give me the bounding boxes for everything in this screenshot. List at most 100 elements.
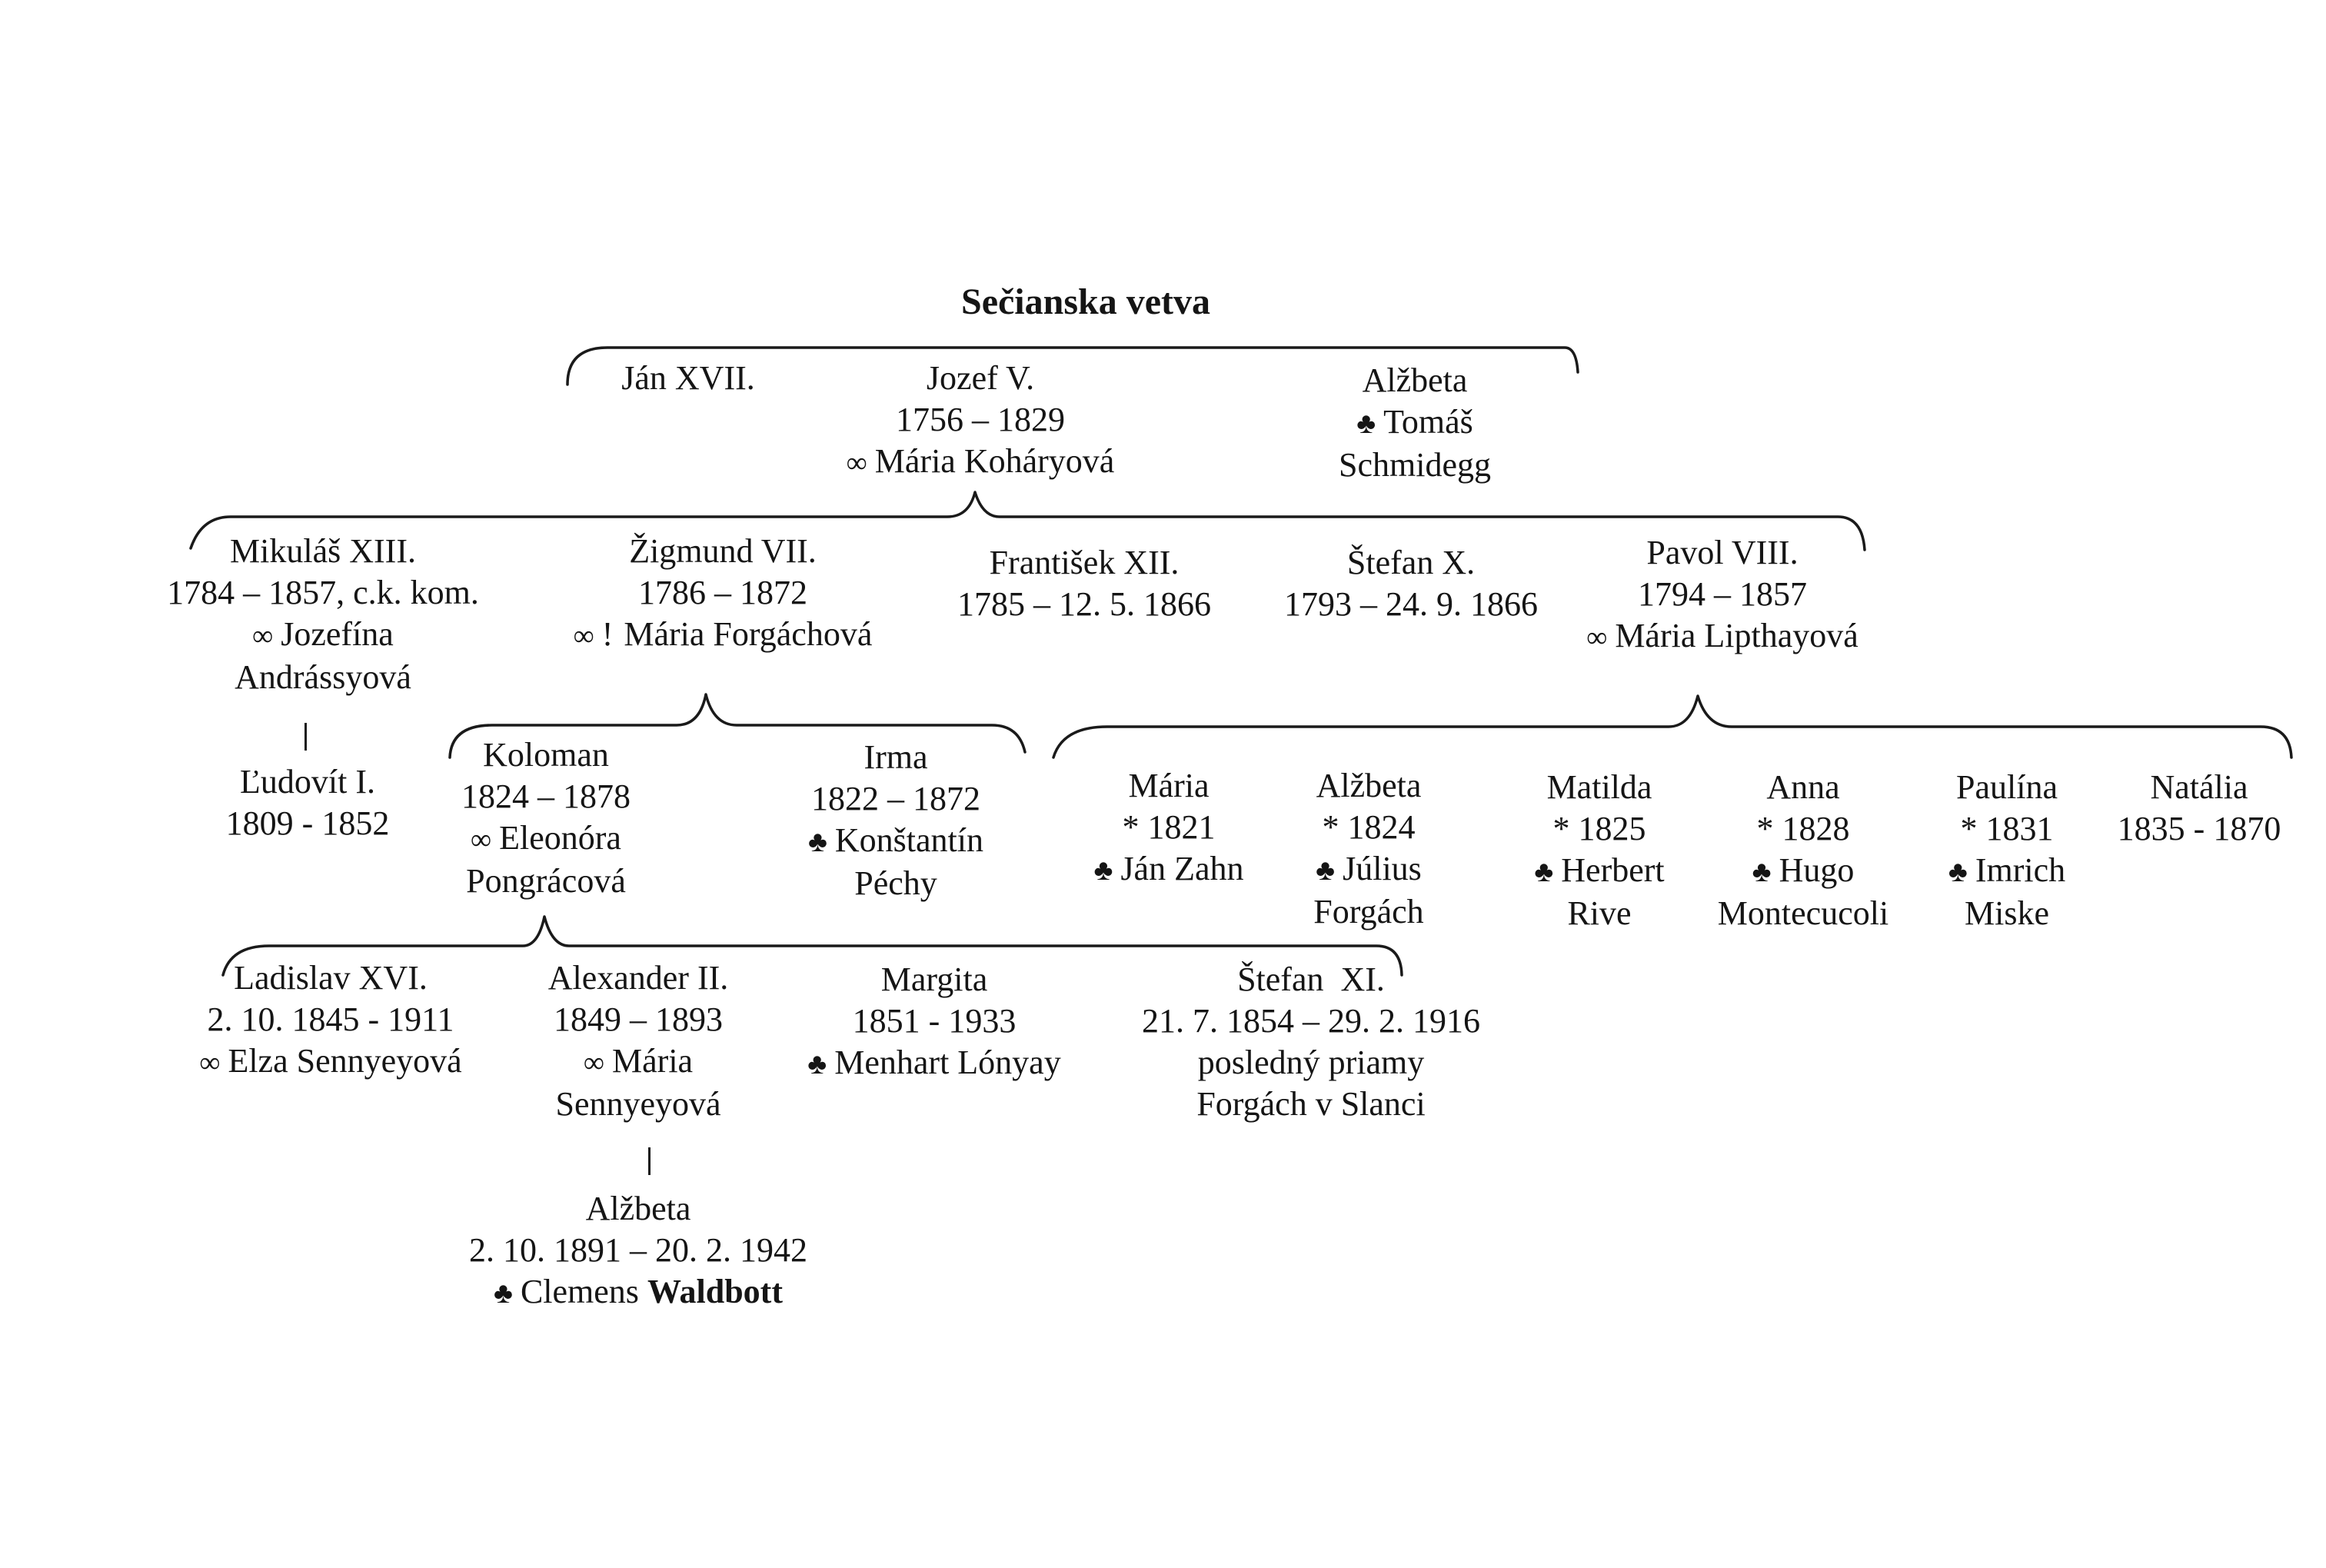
person-dates: * 1825 xyxy=(1552,810,1646,847)
person-spouse: Imrich xyxy=(1975,851,2066,889)
person-note: Forgách v Slanci xyxy=(1196,1085,1426,1123)
married-icon: ∞ xyxy=(573,620,594,652)
person-name: Štefan XI. xyxy=(1237,960,1385,998)
person-jozef-v: Jozef V. 1756 – 1829 ∞Mária Koháryová xyxy=(807,358,1153,484)
person-mark: ! xyxy=(601,615,614,653)
person-spouse: Mária Koháryová xyxy=(874,442,1115,480)
person-alexander-ii: Alexander II. 1849 – 1893 ∞Mária Sennyey… xyxy=(519,957,757,1125)
bracket-gen1 xyxy=(566,346,1579,386)
bracket-gen2 xyxy=(189,491,1866,551)
person-dates: 1794 – 1857 xyxy=(1638,575,1807,613)
person-spouse: Konštantín xyxy=(834,821,984,859)
person-spouse: Mária xyxy=(612,1042,694,1080)
person-mikulas-xiii: Mikuláš XIII. 1784 – 1857, c.k. kom. ∞Jo… xyxy=(138,531,507,698)
spouse-icon: ♣ xyxy=(1316,854,1336,887)
person-jan-xvii: Ján XVII. xyxy=(573,358,804,399)
person-spouse: Jozefína xyxy=(281,615,394,653)
person-dates: 1756 – 1829 xyxy=(896,401,1065,438)
person-spouse-surname: Waldbott xyxy=(647,1273,783,1310)
person-spouse-line: ♣Tomáš xyxy=(1292,401,1538,444)
person-dates: 1786 – 1872 xyxy=(638,574,807,611)
person-spouse-line: ♣Július xyxy=(1284,848,1453,891)
spouse-icon: ♣ xyxy=(807,826,827,858)
person-name: Mária xyxy=(1128,767,1210,804)
person-spouse-line: ∞Jozefína xyxy=(138,614,507,657)
person-spouse-surname: Rive xyxy=(1567,894,1632,932)
person-name: Ján XVII. xyxy=(621,359,755,397)
person-name: Natália xyxy=(2150,768,2248,806)
person-alzbeta-gen3: Alžbeta * 1824 ♣Július Forgách xyxy=(1284,765,1453,933)
person-name: Alžbeta xyxy=(585,1190,691,1227)
person-spouse-surname: Sennyeyová xyxy=(555,1085,721,1123)
married-icon: ∞ xyxy=(471,824,492,856)
spouse-icon: ♣ xyxy=(807,1048,827,1080)
person-spouse-line: ∞Mária Koháryová xyxy=(807,441,1153,484)
person-dates: 1849 – 1893 xyxy=(554,1000,723,1038)
bracket-pavol-children xyxy=(1052,694,2293,759)
married-icon: ∞ xyxy=(252,620,274,652)
person-spouse-surname: Pongrácová xyxy=(466,862,626,900)
person-name: Žigmund VII. xyxy=(629,532,817,570)
person-name: Margita xyxy=(880,960,988,998)
person-spouse: Herbert xyxy=(1561,851,1665,889)
person-spouse: Eleonóra xyxy=(499,819,621,857)
person-anna: Anna * 1828 ♣Hugo Montecucoli xyxy=(1703,767,1903,934)
person-name: Pavol VIII. xyxy=(1646,534,1799,571)
person-spouse: Ján Zahn xyxy=(1120,850,1244,887)
person-spouse: Mária Lipthayová xyxy=(1615,617,1858,654)
descent-line-ludovit xyxy=(304,723,307,751)
person-alzbeta-gen5: Alžbeta 2. 10. 1891 – 20. 2. 1942 ♣Cleme… xyxy=(446,1188,830,1314)
person-note: posledný priamy xyxy=(1197,1044,1425,1081)
married-icon: ∞ xyxy=(846,447,867,479)
person-zigmund-vii: Žigmund VII. 1786 – 1872 ∞! Mária Forgách… xyxy=(538,531,907,657)
person-name: Alexander II. xyxy=(547,959,729,997)
person-spouse-line: ∞Mária xyxy=(519,1040,757,1084)
married-icon: ∞ xyxy=(583,1047,605,1079)
person-dates: 1785 – 12. 5. 1866 xyxy=(957,585,1211,623)
person-spouse: Július xyxy=(1343,850,1422,887)
married-icon: ∞ xyxy=(199,1047,221,1079)
person-ludovit-i: Ľudovít I. 1809 - 1852 xyxy=(185,761,431,844)
person-dates: * 1821 xyxy=(1122,808,1216,846)
page-title: Sečianska vetva xyxy=(961,281,1210,322)
person-spouse-line: ♣Ján Zahn xyxy=(1073,848,1265,891)
person-dates: * 1828 xyxy=(1756,810,1850,847)
person-spouse-line: ∞Elza Sennyeyová xyxy=(169,1040,492,1084)
person-dates: * 1824 xyxy=(1322,808,1416,846)
person-name: Ladislav XVI. xyxy=(234,959,428,997)
spouse-icon: ♣ xyxy=(1948,856,1968,888)
person-spouse: Menhart Lónyay xyxy=(834,1044,1061,1081)
person-spouse-surname: Montecucoli xyxy=(1717,894,1889,932)
person-dates: 21. 7. 1854 – 29. 2. 1916 xyxy=(1142,1002,1480,1040)
person-alzbeta-gen1: Alžbeta ♣Tomáš Schmidegg xyxy=(1292,360,1538,486)
bracket-zigmund-children xyxy=(448,693,1027,759)
person-paulina: Paulína * 1831 ♣Imrich Miske xyxy=(1922,767,2091,934)
person-spouse-line: ∞Mária Lipthayová xyxy=(1553,615,1892,658)
person-spouse-line: ♣Menhart Lónyay xyxy=(792,1042,1076,1085)
person-dates: 1851 - 1933 xyxy=(852,1002,1017,1040)
person-spouse-surname: Andrássyová xyxy=(235,658,411,696)
person-dates: 1809 - 1852 xyxy=(225,804,390,842)
person-name: Alžbeta xyxy=(1316,767,1422,804)
spouse-icon: ♣ xyxy=(1752,856,1772,888)
person-spouse-surname: Miske xyxy=(1965,894,2049,932)
person-dates: 1822 – 1872 xyxy=(811,780,980,817)
person-spouse: Clemens xyxy=(520,1273,639,1310)
person-matilda: Matilda * 1825 ♣Herbert Rive xyxy=(1507,767,1692,934)
person-name: Koloman xyxy=(483,736,609,774)
person-name: Irma xyxy=(864,738,928,776)
person-spouse-line: ♣Herbert xyxy=(1507,850,1692,893)
person-spouse: Mária Forgáchová xyxy=(624,615,873,653)
person-natalia: Natália 1835 - 1870 xyxy=(2099,767,2299,850)
spouse-icon: ♣ xyxy=(494,1277,513,1310)
person-dates: 1793 – 24. 9. 1866 xyxy=(1284,585,1538,623)
person-spouse-line: ∞! Mária Forgáchová xyxy=(538,614,907,657)
person-spouse: Hugo xyxy=(1779,851,1855,889)
spouse-icon: ♣ xyxy=(1534,856,1554,888)
married-icon: ∞ xyxy=(1586,621,1608,654)
person-name: Ľudovít I. xyxy=(240,763,375,801)
person-dates: 2. 10. 1845 - 1911 xyxy=(207,1000,454,1038)
person-name: Mikuláš XIII. xyxy=(230,532,416,570)
